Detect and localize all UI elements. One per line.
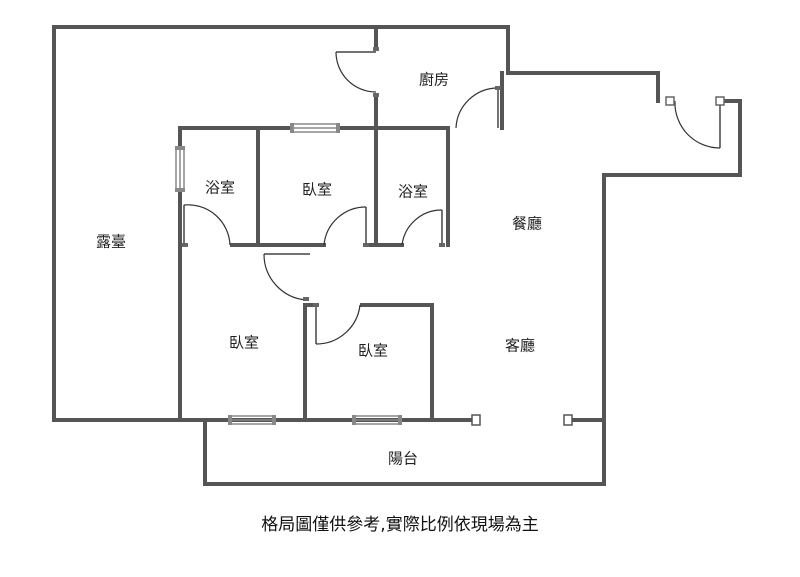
balcony-outline	[203, 418, 606, 486]
corridor-wall-top-left	[178, 126, 294, 150]
door-kitchen-right	[455, 86, 501, 129]
exterior-walls	[52, 25, 742, 486]
room-label-bedroom-lower-left: 臥室	[229, 334, 259, 352]
door-kitchen-left	[335, 47, 379, 97]
window-corridor-top	[290, 123, 340, 133]
room-label-bath-left: 浴室	[205, 179, 235, 197]
door-bedroom-lower-mid	[313, 303, 361, 345]
room-label-bath-right: 浴室	[398, 183, 428, 201]
disclaimer-note: 格局圖僅供參考,實際比例依現場為主	[261, 515, 539, 535]
windows	[175, 123, 573, 426]
room-label-terrace: 露臺	[96, 233, 126, 251]
door-bedroom-lower-left	[263, 253, 310, 301]
window-bedroom-lower-mid	[352, 415, 402, 425]
room-label-bedroom-top: 臥室	[302, 181, 332, 199]
bedroom-lower-mid-left-wall	[303, 303, 318, 422]
balcony-opening	[471, 414, 573, 426]
window-bath-left	[175, 146, 185, 192]
room-label-kitchen: 廚房	[419, 71, 449, 89]
room-label-dining: 餐廳	[512, 215, 542, 233]
entry-wall	[602, 99, 742, 422]
door-bedroom-top	[323, 206, 369, 247]
terrace-outline	[52, 25, 660, 422]
room-label-living: 客廳	[505, 337, 535, 355]
room-labels: 露臺 廚房 浴室 臥室 浴室 餐廳 臥室 臥室 客廳 陽台	[96, 71, 542, 468]
room-label-bedroom-lower-mid: 臥室	[358, 342, 388, 360]
bedroom-lower-mid-right-wall	[360, 303, 434, 422]
door-entry	[665, 96, 725, 149]
door-bath-left	[182, 204, 231, 247]
interior-walls	[178, 126, 606, 422]
room-label-balcony: 陽台	[388, 450, 418, 468]
door-bath-right	[401, 209, 445, 247]
window-bedroom-lower-left	[228, 415, 276, 425]
doors	[182, 47, 725, 345]
